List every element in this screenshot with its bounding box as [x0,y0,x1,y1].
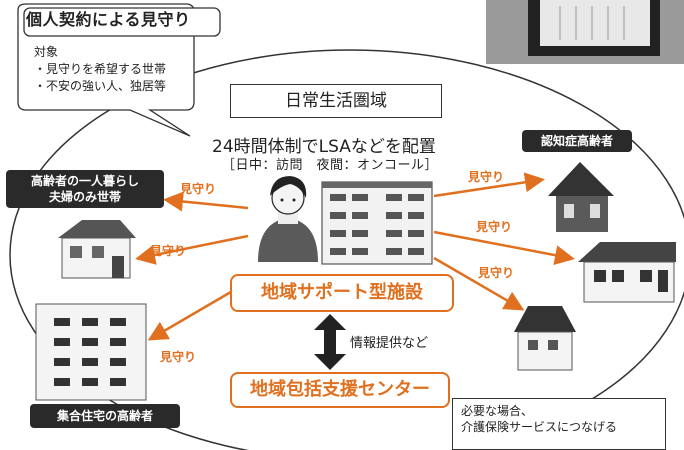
elderly-alone-label: 高齢者の一人暮らし 夫婦のみ世帯 [6,170,164,208]
watch-label: 見守り [180,182,217,196]
bubble-title-box [23,7,221,37]
dementia-label: 認知症高齢者 [522,130,632,152]
note-line: 介護保険サービスにつなげる [461,420,618,434]
area-ellipse [9,49,684,450]
central-building-illustration [321,181,433,265]
house-left-top [58,220,136,279]
note-box: 必要な場合、 介護保険サービスにつなげる [452,398,666,450]
bubble-target-list: 対象 ・見守りを希望する世帯 ・不安の強い人、独居等 [34,44,166,95]
info-label: 情報提供など [350,336,429,351]
watch-label: 見守り [468,170,505,184]
apartment-complex [35,303,147,401]
arrow-to-left-house [135,234,249,265]
watch-label: 見守り [150,244,187,258]
arrow-to-right-house-2 [433,230,575,266]
house-right-2 [578,242,676,303]
watch-label: 見守り [478,266,515,280]
watch-label: 見守り [476,220,513,234]
center-label: 地域包括支援センター [230,372,450,408]
target-item: ・不安の強い人、独居等 [34,79,167,93]
housing-label: 集合住宅の高齢者 [30,404,180,428]
target-label: 対象 [34,45,59,59]
note-line: 必要な場合、 [461,404,534,418]
staff-person-illustration [258,176,318,262]
info-double-arrow [314,314,346,370]
photo-frame [486,0,684,64]
target-item: ・見守りを希望する世帯 [34,62,167,76]
area-label: 日常生活圏域 [230,84,442,118]
elderly-alone-line1: 高齢者の一人暮らし [30,174,139,188]
bubble-title: 個人契約による見守り [26,10,191,29]
watch-label: 見守り [160,350,197,364]
system-title: 24時間体制でLSAなどを配置 [212,137,436,157]
speech-bubble [17,3,195,137]
house-right-3 [514,306,576,371]
facility-label: 地域サポート型施設 [230,274,454,312]
elderly-alone-line2: 夫婦のみ世帯 [48,190,121,204]
arrow-to-elderly-alone [163,191,249,212]
arrow-to-right-house-3 [433,256,525,311]
arrow-to-dementia [433,172,545,198]
shift-label: ［日中：訪問 夜間：オンコール］ [222,158,439,173]
house-right-1 [548,162,614,232]
